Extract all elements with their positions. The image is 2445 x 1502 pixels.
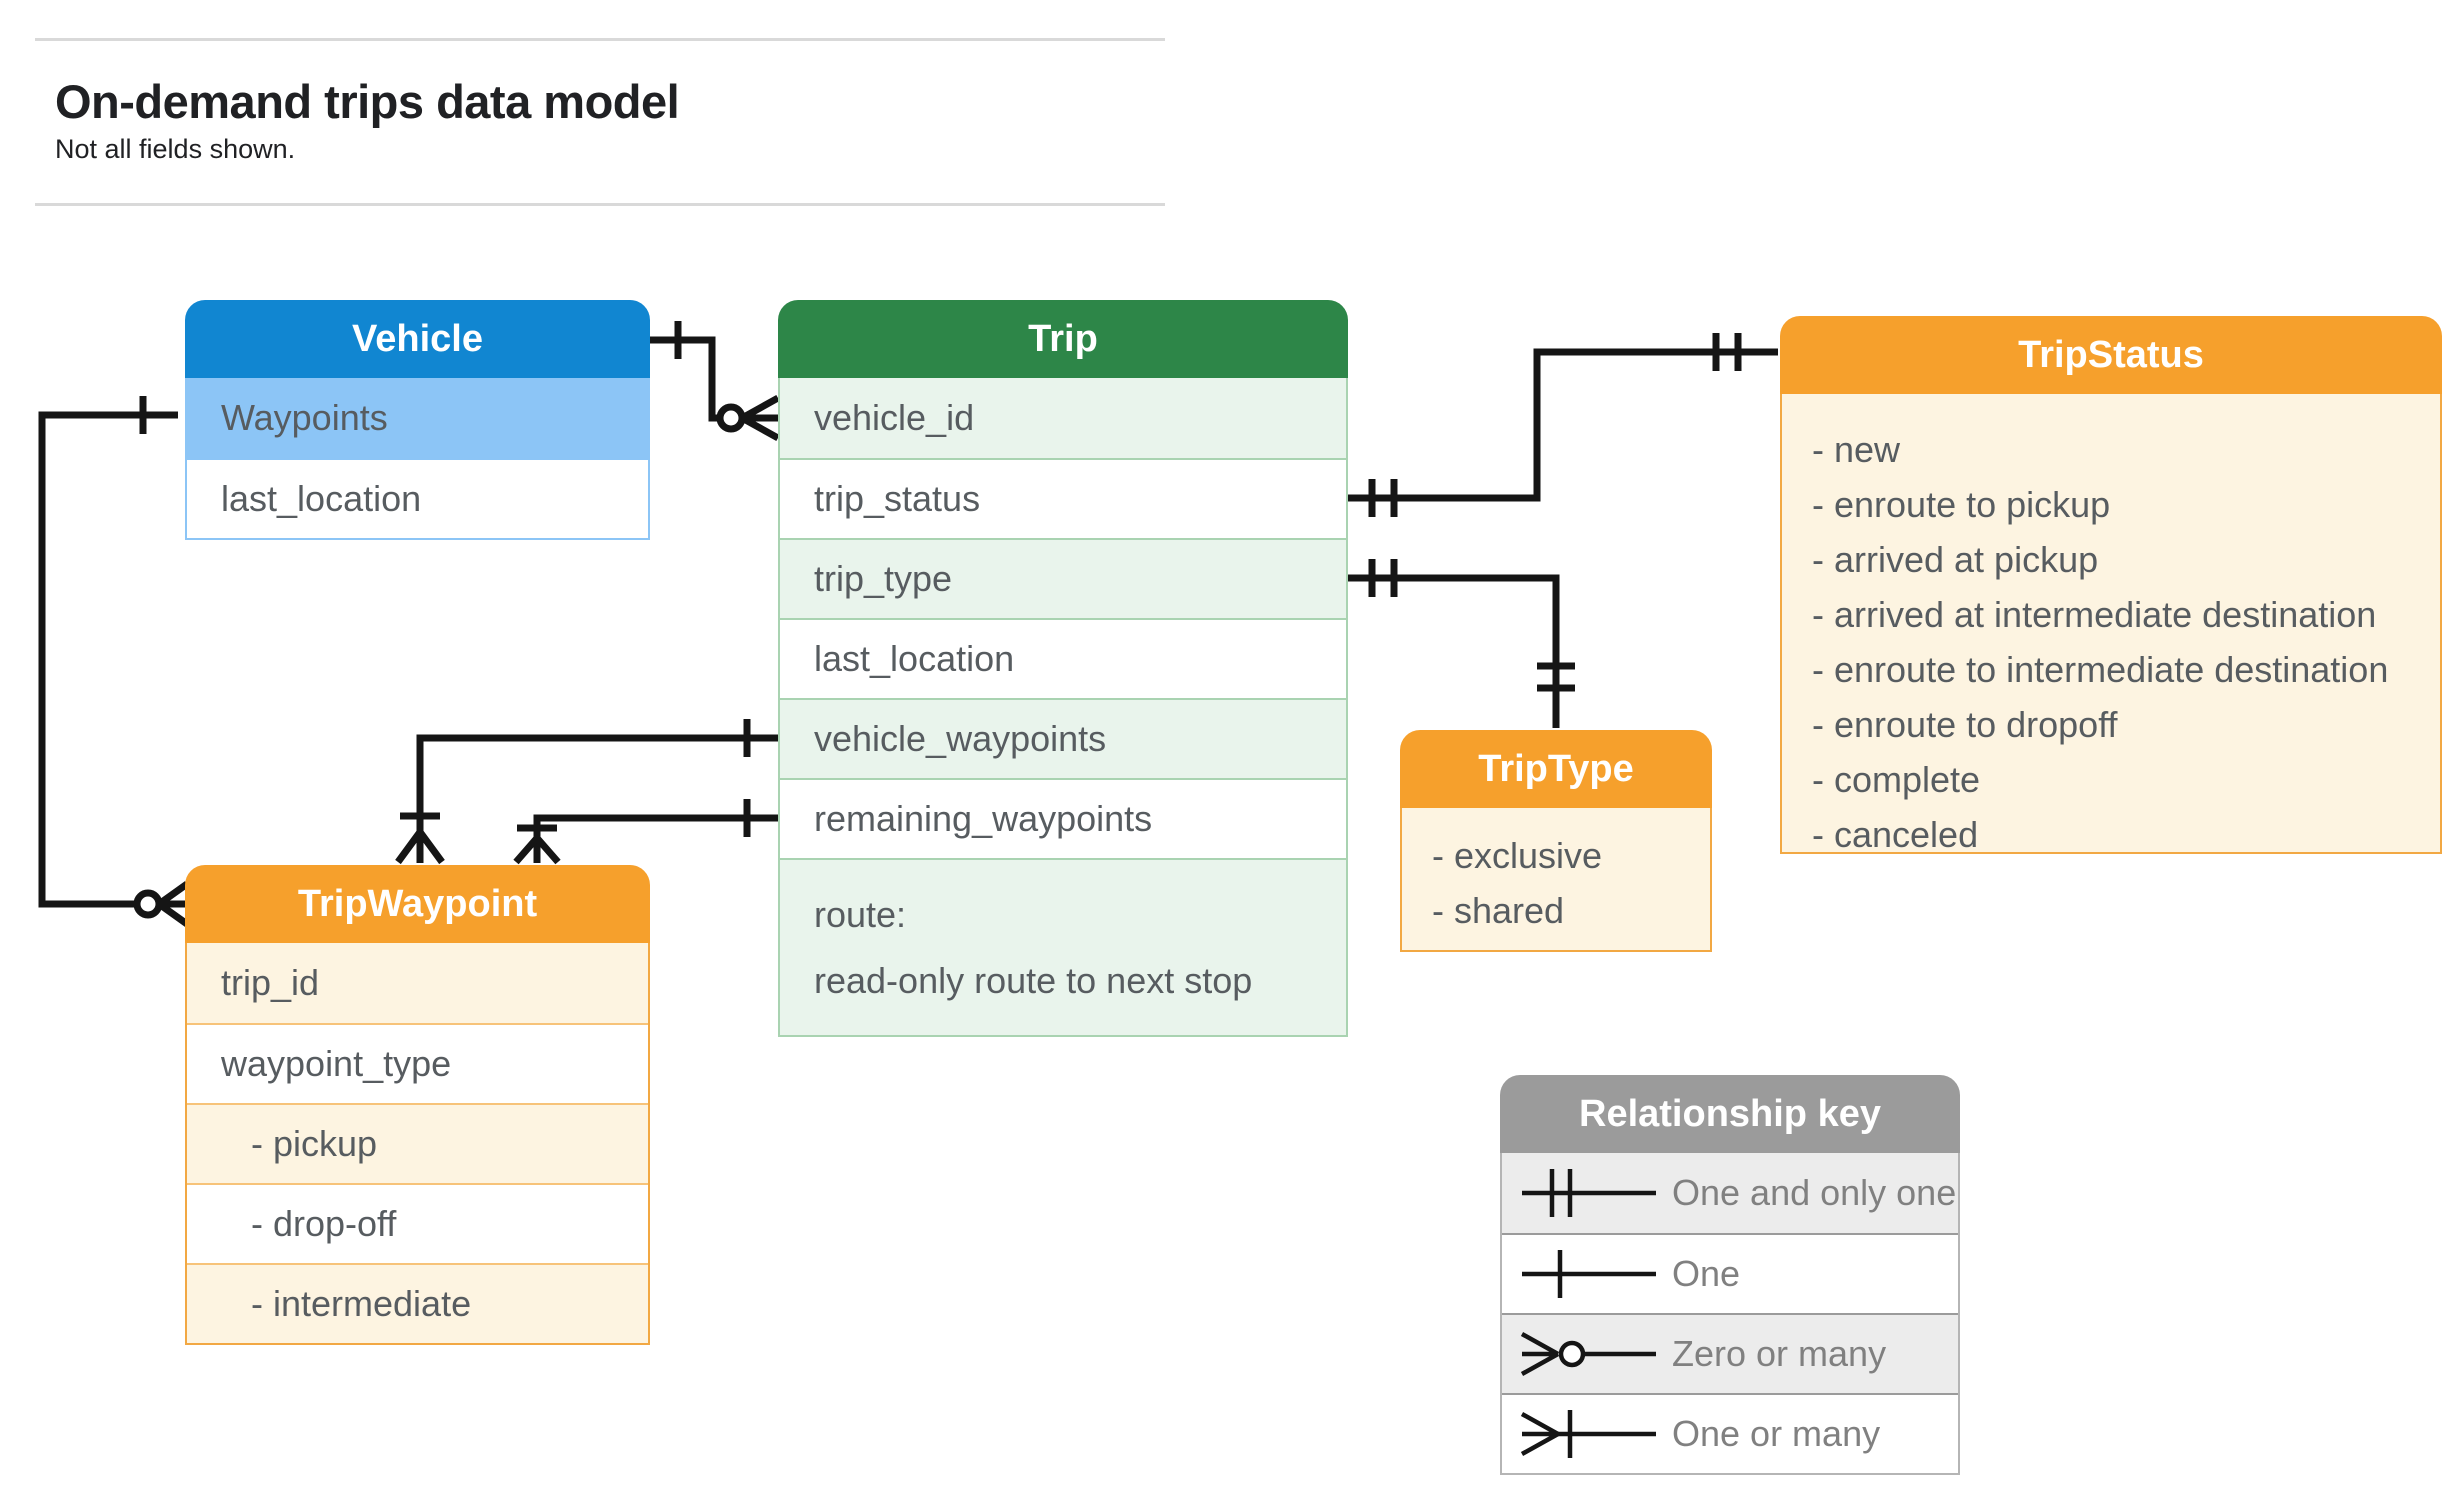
table-row-trip-status: trip_status — [780, 458, 1346, 538]
tripstatus-table: TripStatus - new - enroute to pickup - a… — [1780, 316, 2442, 855]
legend-row: One — [1502, 1233, 1958, 1313]
relationship-key: Relationship key One and only one One — [1500, 1075, 1960, 1475]
connector-vehicle-waypoints-field-to-tripwaypoint — [395, 719, 778, 865]
enum-value: - arrived at intermediate destination — [1812, 594, 2377, 635]
tripwaypoint-table-header: TripWaypoint — [185, 865, 650, 943]
table-row-vehicle-waypoints: vehicle_waypoints — [780, 698, 1346, 778]
enum-value: - new — [1812, 429, 1901, 470]
top-divider — [35, 38, 1165, 41]
enum-value: - enroute to intermediate destination — [1812, 649, 2389, 690]
connector-vehicle-to-trip-vehicle-id — [650, 321, 780, 442]
one-icon — [1522, 1250, 1656, 1298]
table-row-drop-off: - drop-off — [187, 1183, 648, 1263]
enum-value: - exclusive — [1432, 835, 1603, 876]
triptype-table: TripType - exclusive - shared — [1400, 730, 1712, 952]
trip-table: Trip vehicle_id trip_status trip_type la… — [778, 300, 1348, 1037]
table-row-trip-type: trip_type — [780, 538, 1346, 618]
legend-row: One and only one — [1502, 1153, 1958, 1233]
tripwaypoint-table: TripWaypoint trip_id waypoint_type - pic… — [185, 865, 650, 1345]
vehicle-table: Vehicle Waypoints last_location — [185, 300, 650, 540]
connector-vehicle-waypoints-to-tripwaypoint — [38, 396, 190, 927]
legend-label: One — [1672, 1253, 1741, 1294]
one-and-only-one-icon — [1522, 1169, 1656, 1217]
legend-row: Zero or many — [1502, 1313, 1958, 1393]
tripstatus-table-header: TripStatus — [1780, 316, 2442, 394]
bottom-divider — [35, 203, 1165, 206]
table-row-waypoints: Waypoints — [187, 378, 648, 458]
triptype-table-header: TripType — [1400, 730, 1712, 808]
table-row-waypoint-type: waypoint_type — [187, 1023, 648, 1103]
legend-label: One or many — [1672, 1413, 1881, 1454]
enum-value: - complete — [1812, 759, 1981, 800]
connector-remaining-waypoints-to-tripwaypoint — [513, 799, 778, 865]
vehicle-table-header: Vehicle — [185, 300, 650, 378]
table-row-pickup: - pickup — [187, 1103, 648, 1183]
enum-value: - arrived at pickup — [1812, 539, 2099, 580]
enum-value: - shared — [1432, 890, 1565, 931]
trip-table-header: Trip — [778, 300, 1348, 378]
relationship-key-header: Relationship key — [1500, 1075, 1960, 1153]
legend-label: One and only one — [1672, 1172, 1957, 1213]
table-row-last-location: last_location — [780, 618, 1346, 698]
connector-trip-status-to-tripstatus — [1348, 333, 1778, 517]
table-row-remaining-waypoints: remaining_waypoints — [780, 778, 1346, 858]
one-or-many-icon — [1520, 1410, 1656, 1458]
zero-or-many-icon — [1520, 1332, 1656, 1376]
table-row-last-location: last_location — [187, 458, 648, 538]
table-row-route: route: read-only route to next stop — [780, 858, 1346, 1035]
enum-value: - canceled — [1812, 814, 1979, 855]
page-title: On-demand trips data model — [55, 75, 680, 128]
table-row-trip-id: trip_id — [187, 943, 648, 1023]
legend-row: One or many — [1502, 1393, 1958, 1473]
route-field-description: read-only route to next stop — [814, 959, 1253, 1001]
legend-label: Zero or many — [1672, 1333, 1887, 1374]
table-row-vehicle-id: vehicle_id — [780, 378, 1346, 458]
route-field-name: route: — [814, 893, 907, 935]
connector-trip-type-to-triptype — [1348, 559, 1575, 728]
page-subtitle: Not all fields shown. — [55, 134, 296, 164]
enum-value: - enroute to dropoff — [1812, 704, 2118, 745]
enum-value: - enroute to pickup — [1812, 484, 2111, 525]
table-row-intermediate: - intermediate — [187, 1263, 648, 1343]
